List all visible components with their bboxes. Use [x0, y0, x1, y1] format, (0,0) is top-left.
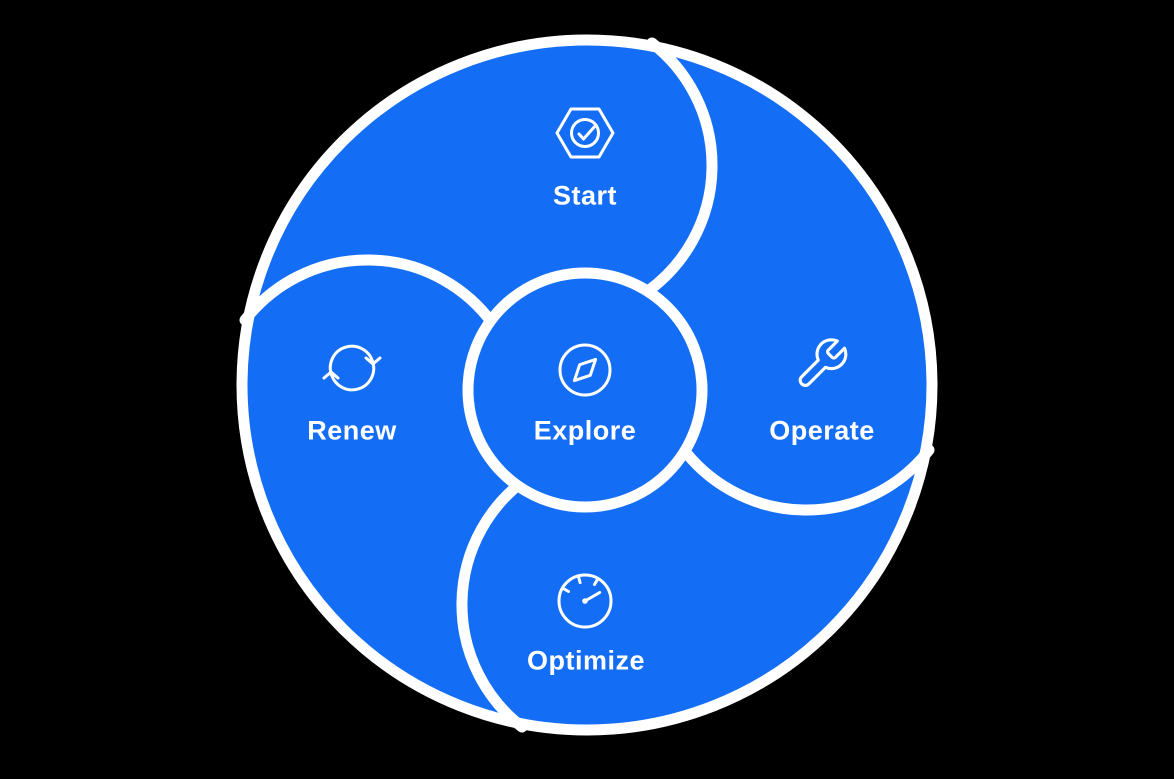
compass-icon — [558, 343, 612, 397]
hexagon-check-icon — [555, 107, 615, 159]
divider-start-operate — [642, 37, 718, 297]
phase-label-operate: Operate — [769, 415, 875, 446]
phase-label-renew: Renew — [307, 415, 397, 446]
cycle-arrows-icon — [322, 344, 382, 392]
phase-label-optimize: Optimize — [526, 645, 646, 676]
phase-label-start: Start — [552, 180, 618, 211]
wrench-icon — [798, 338, 848, 387]
center-label-explore: Explore — [533, 415, 637, 446]
gauge-icon — [557, 573, 613, 629]
center-circle — [462, 267, 708, 513]
